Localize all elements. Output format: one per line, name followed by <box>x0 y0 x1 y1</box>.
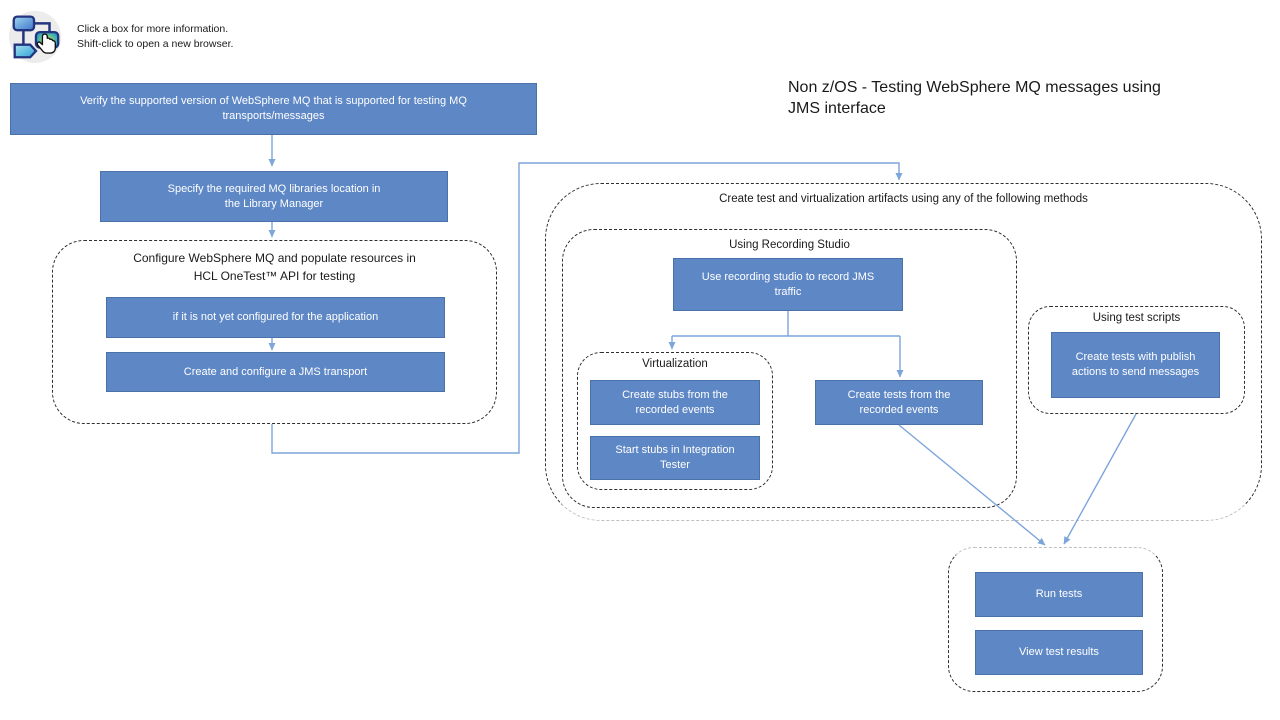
node-not-yet-configured[interactable]: if it is not yet configured for the appl… <box>106 297 445 338</box>
node-verify-version[interactable]: Verify the supported version of WebSpher… <box>10 83 537 135</box>
group-configure-mq-label: Configure WebSphere MQ and populate reso… <box>133 251 416 283</box>
node-create-tests-publish[interactable]: Create tests with publish actions to sen… <box>1051 332 1220 398</box>
flowchart-click-icon <box>6 6 64 64</box>
node-start-stubs[interactable]: Start stubs in Integration Tester <box>590 436 760 480</box>
page-title: Non z/OS - Testing WebSphere MQ messages… <box>788 79 1161 117</box>
node-create-tests-recorded[interactable]: Create tests from the recorded events <box>815 380 983 425</box>
group-test-scripts <box>1028 306 1245 414</box>
group-create-artifacts-label: Create test and virtualization artifacts… <box>719 193 1088 205</box>
node-create-stubs[interactable]: Create stubs from the recorded events <box>590 380 760 425</box>
group-test-scripts-label: Using test scripts <box>1092 312 1181 324</box>
header-instructions: Click a box for more information. Shift-… <box>77 23 234 51</box>
node-view-test-results[interactable]: View test results <box>975 630 1143 675</box>
node-use-recording-studio[interactable]: Use recording studio to record JMS traff… <box>673 258 903 311</box>
group-run-tests <box>948 547 1163 692</box>
node-run-tests[interactable]: Run tests <box>975 572 1143 617</box>
node-specify-libraries[interactable]: Specify the required MQ libraries locati… <box>100 171 448 222</box>
node-create-jms-transport[interactable]: Create and configure a JMS transport <box>106 352 445 392</box>
group-recording-studio-label: Using Recording Studio <box>729 239 850 251</box>
group-virtualization-label: Virtualization <box>642 358 708 370</box>
